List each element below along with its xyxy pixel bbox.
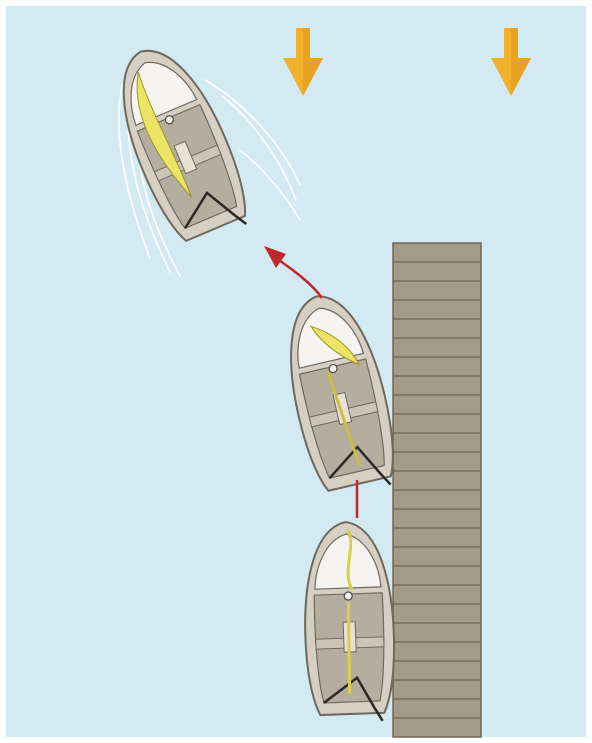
dock — [393, 243, 481, 737]
